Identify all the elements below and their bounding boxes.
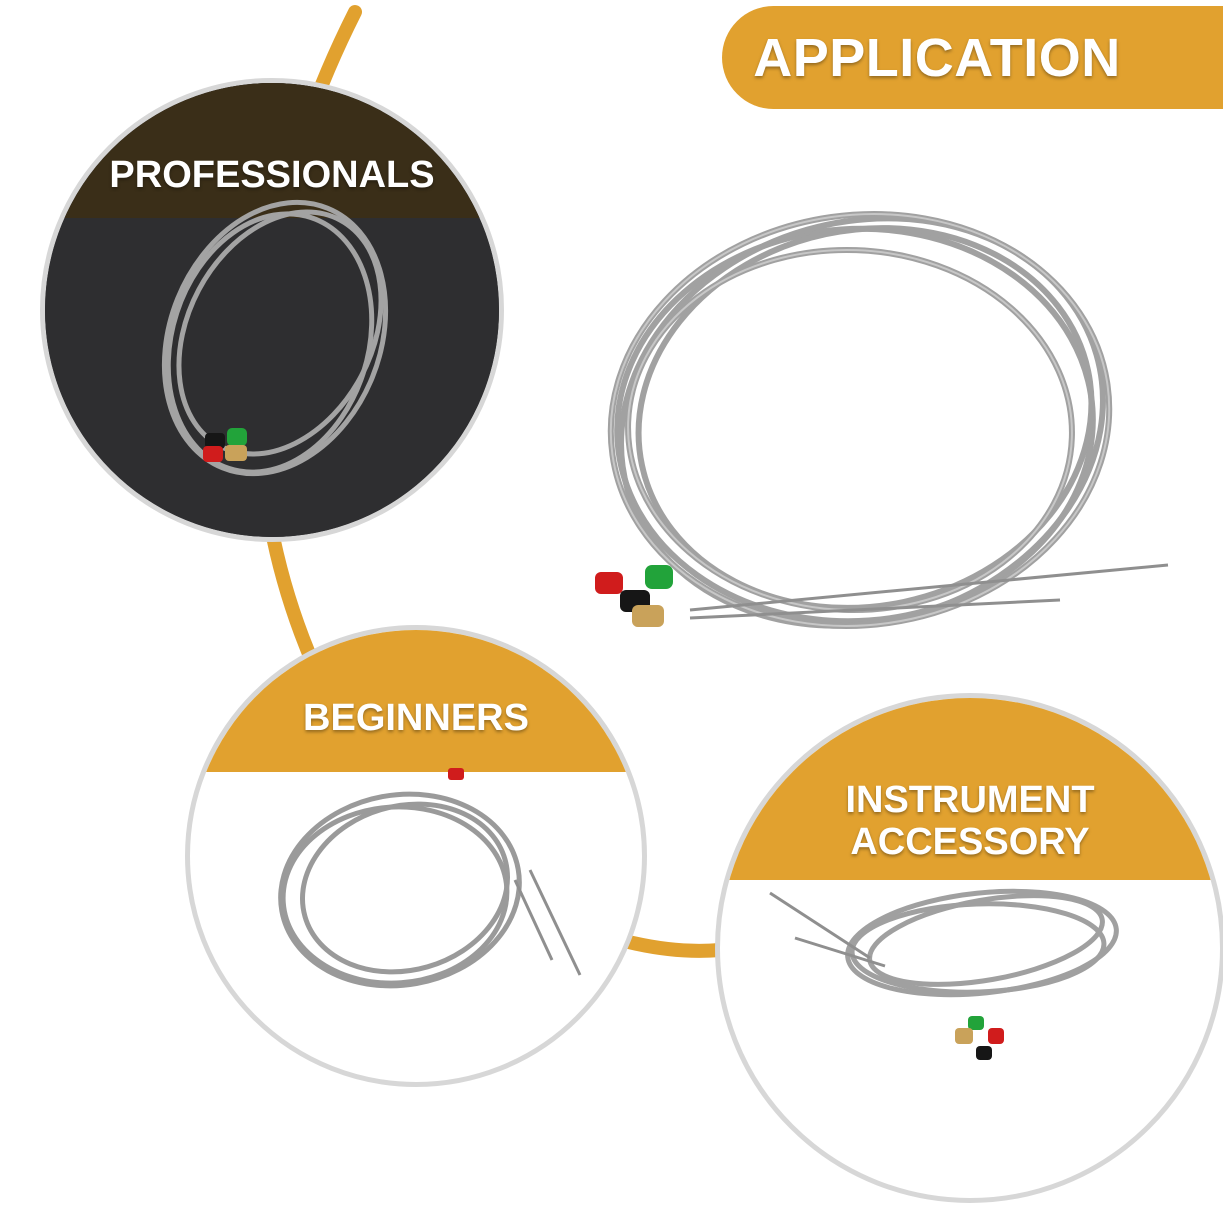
accessory-circle: INSTRUMENT ACCESSORY [715,693,1223,1203]
beginners-strings-image [190,630,642,989]
professionals-circle: PROFESSIONALS [40,78,504,542]
accessory-label: INSTRUMENT ACCESSORY [720,779,1220,864]
application-title: APPLICATION [753,27,1121,88]
accessory-label-line2: ACCESSORY [850,820,1090,863]
application-badge: APPLICATION [722,6,1223,109]
beginners-label: BEGINNERS [303,697,529,739]
accessory-label-line1: INSTRUMENT [845,779,1095,821]
professionals-strings-image [45,83,499,537]
professionals-label: PROFESSIONALS [109,154,435,196]
beginners-circle: BEGINNERS [185,625,647,1087]
accessory-strings-image [720,698,1220,1060]
